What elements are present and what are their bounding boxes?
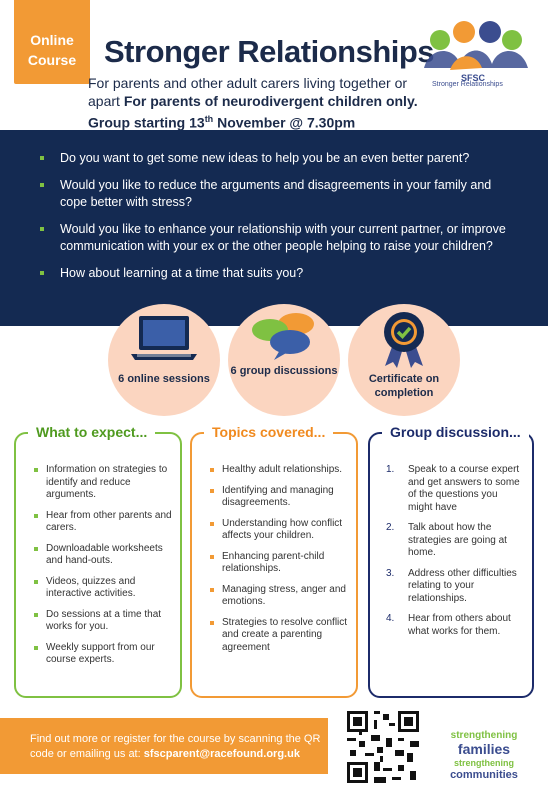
question-item: Do you want to get some new ideas to hel… [40, 150, 520, 167]
online-course-badge: Online Course [14, 0, 90, 84]
item-text: Talk about how the strategies are going … [408, 522, 507, 558]
list-item: 2. Talk about how the strategies are goin… [384, 522, 524, 560]
contact-email-link[interactable]: sfscparent@racefound.org.uk [143, 748, 300, 760]
group-discussion-list: 1. Speak to a course expert and get answe… [370, 434, 532, 638]
item-number: 1. [386, 464, 395, 475]
list-item: Weekly support from our course experts. [30, 642, 172, 667]
list-item: Videos, quizzes and interactive activiti… [30, 576, 172, 601]
item-text: Speak to a course expert and get answers… [408, 464, 520, 513]
subtitle-bold: For parents of neurodivergent children o… [88, 93, 418, 131]
subtitle-sup: th [204, 114, 214, 124]
qr-code-icon[interactable] [344, 708, 422, 786]
award-rosette-icon [384, 312, 424, 368]
strengthening-families-logo: strengthening families strengthening com… [434, 730, 534, 781]
topics-covered-box: Topics covered... Healthy adult relation… [190, 424, 358, 698]
item-text: Hear from others about what works for th… [408, 613, 511, 637]
list-item: 4. Hear from others about what works for … [384, 613, 524, 638]
laptop-icon [131, 316, 197, 360]
list-item: 3. Address other difficulties relating to… [384, 568, 524, 606]
group-discussion-heading: Group discussion... [382, 424, 529, 440]
question-item: Would you like to enhance your relations… [40, 221, 520, 255]
question-item: How about learning at a time that suits … [40, 265, 520, 282]
list-item: Managing stress, anger and emotions. [206, 584, 348, 609]
subtitle-plain: For parents and other adult carers livin… [88, 75, 408, 109]
page-title: Stronger Relationships [104, 34, 435, 69]
questions-panel: Do you want to get some new ideas to hel… [0, 130, 548, 326]
feature-group-discussions: 6 group discussions [228, 304, 340, 416]
feature-online-sessions: 6 online sessions [108, 304, 220, 416]
brand-line-4: communities [450, 769, 518, 781]
feature-label: Certificate on completion [368, 373, 440, 399]
list-item: Hear from other parents and carers. [30, 510, 172, 535]
badge-line-2: Course [27, 52, 77, 68]
item-text: Address other difficulties relating to y… [408, 567, 517, 604]
sfsc-logo-icon [424, 21, 528, 70]
list-item: Downloadable worksheets and hand-outs. [30, 543, 172, 568]
what-to-expect-heading: What to expect... [28, 424, 156, 440]
item-number: 2. [386, 522, 395, 533]
subtitle-bold-end: November @ 7.30pm [213, 114, 356, 131]
badge-line-1: Online [30, 32, 74, 48]
list-item: Strategies to resolve conflict and creat… [206, 617, 348, 655]
brand-line-3: strengthening [454, 758, 514, 768]
question-item: Would you like to reduce the arguments a… [40, 177, 520, 211]
logo-name: SFSC [461, 73, 486, 83]
topics-covered-heading: Topics covered... [204, 424, 334, 440]
list-item: Do sessions at a time that works for you… [30, 609, 172, 634]
subtitle: For parents and other adult carers livin… [88, 74, 440, 132]
list-item: Healthy adult relationships. [206, 464, 348, 477]
questions-list: Do you want to get some new ideas to hel… [0, 130, 548, 282]
footer-text: Find out more or register for the course… [30, 732, 330, 762]
feature-label: 6 group discussions [230, 365, 338, 377]
item-number: 4. [386, 613, 395, 624]
group-discussion-box: Group discussion... 1. Speak to a course … [368, 424, 534, 698]
what-to-expect-box: What to expect... Information on strateg… [14, 424, 182, 698]
feature-label: 6 online sessions [118, 373, 210, 385]
list-item: Understanding how conflict affects your … [206, 518, 348, 543]
feature-certificate: Certificate on completion [348, 304, 460, 416]
logo-tagline: Stronger Relationships [432, 81, 503, 88]
footer-band [0, 718, 328, 774]
footer-message: Find out more or register for the course… [30, 733, 321, 760]
list-item: Enhancing parent-child relationships. [206, 551, 348, 576]
topics-covered-list: Healthy adult relationships. Identifying… [192, 434, 356, 654]
list-item: Identifying and managing disagreements. [206, 485, 348, 510]
list-item: 1. Speak to a course expert and get answe… [384, 464, 524, 514]
brand-line-2: families [457, 741, 511, 757]
brand-line-1: strengthening [450, 730, 518, 741]
what-to-expect-list: Information on strategies to identify an… [16, 434, 180, 667]
item-number: 3. [386, 567, 395, 579]
speech-bubbles-icon [252, 313, 314, 360]
list-item: Information on strategies to identify an… [30, 464, 172, 502]
